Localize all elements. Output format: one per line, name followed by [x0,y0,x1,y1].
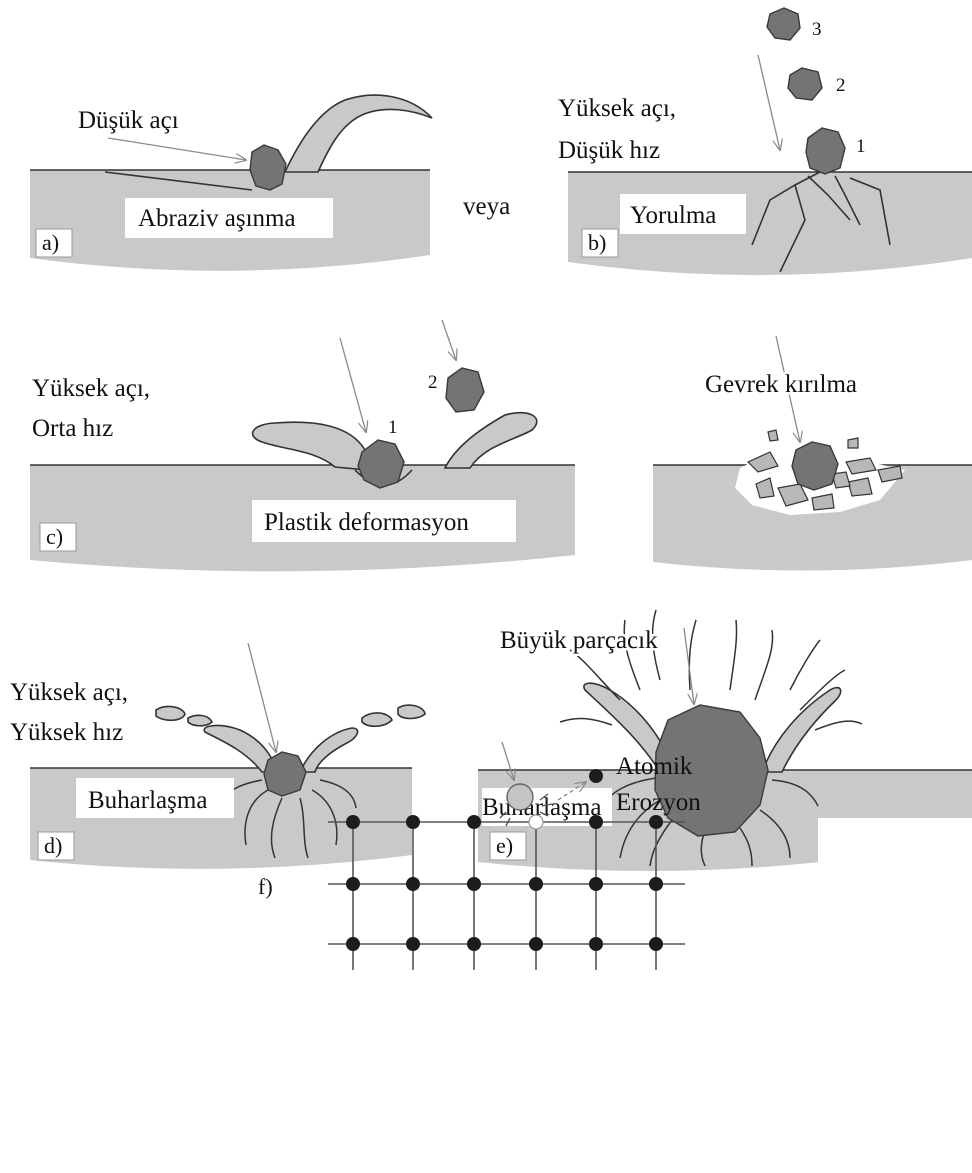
particle-number: 1 [388,417,398,438]
mechanism-label: Buharlaşma [88,787,207,814]
panel-a-abrasive-wear: Düşük açı Abraziv aşınma a) [30,95,432,271]
atom-icon [529,877,543,891]
atom-icon [406,877,420,891]
eroding-particle-icon [264,752,306,796]
atom-icon [467,877,481,891]
impact-arrow-icon [758,55,780,150]
splash-right [300,728,358,772]
angle-label: Düşük açı [78,107,179,134]
atom-icon [346,815,360,829]
condition-line-1: Yüksek açı, [558,95,676,122]
connector-word: veya [463,193,510,220]
atom-icon [406,815,420,829]
impact-arrow-icon [442,320,456,360]
atom-icon [467,937,481,951]
atom-icon [649,937,663,951]
ejected-atom-icon [589,769,603,783]
mechanism-label: Plastik deformasyon [264,509,469,536]
vacancy-site [529,815,543,829]
mechanism-line-2: Erozyon [616,789,701,816]
eroding-particle-icon [767,8,800,40]
atom-icon [649,877,663,891]
atom-icon [406,937,420,951]
panel-brittle-fracture: Gevrek kırılma [653,336,972,571]
deformed-lip-right [445,413,537,468]
panel-d-vaporization: Yüksek açı, Yüksek hız Buharlaşma d) [10,643,425,869]
eroding-particle-icon [446,368,484,412]
eroding-particle-icon [788,68,822,100]
atom-icon [589,815,603,829]
condition-line-1: Yüksek açı, [32,375,150,402]
deformed-lip-left [253,422,370,470]
condition-line-2: Düşük hız [558,137,660,164]
atom-icon [589,877,603,891]
white-patch [818,818,972,863]
melt-droplets [156,705,425,726]
impacting-atom-icon [507,784,533,810]
particle-number: 2 [836,75,846,96]
atom-icon [346,937,360,951]
panel-c-plastic-deformation: 1 2 Yüksek açı, Orta hız Plastik deforma… [30,320,575,571]
panel-tag: c) [46,524,63,549]
particle-number: 3 [812,19,822,40]
splash-right [762,688,841,772]
atom-icon [649,815,663,829]
panel-b-fatigue: 1 2 3 Yüksek açı, Düşük hız Yorulma b) [558,8,972,275]
condition-line-1: Yüksek açı, [10,679,128,706]
impact-arrow-icon [108,138,246,160]
deformed-lip [285,95,432,172]
mechanism-label: Gevrek kırılma [705,371,857,398]
panel-tag: e) [496,833,513,858]
eroding-particle-icon [250,145,286,190]
panel-e-large-particle: Büyük parçacık Buharlaşma e) [478,610,972,871]
mechanism-label: Yorulma [630,202,716,229]
atom-icon [467,815,481,829]
panel-tag: b) [588,230,606,255]
atom-icon [346,877,360,891]
atom-icon [589,937,603,951]
atom-icon [529,937,543,951]
particle-number: 2 [428,372,438,393]
impact-arrow-icon [248,643,276,752]
mechanism-line-1: Atomik [616,753,693,780]
particle-label: Büyük parçacık [500,627,658,654]
impact-arrow-icon [684,628,694,704]
eroding-particle-icon [358,440,404,488]
mechanism-label: Abraziv aşınma [138,205,296,232]
panel-tag: a) [42,230,59,255]
eroding-particle-icon [806,128,845,174]
impact-arrow-icon [340,338,366,432]
panel-tag: d) [44,833,62,858]
condition-line-2: Yüksek hız [10,719,123,746]
eroding-particle-icon [792,442,838,490]
particle-number: 1 [856,136,866,157]
condition-line-2: Orta hız [32,415,113,442]
panel-tag: f) [258,874,273,899]
